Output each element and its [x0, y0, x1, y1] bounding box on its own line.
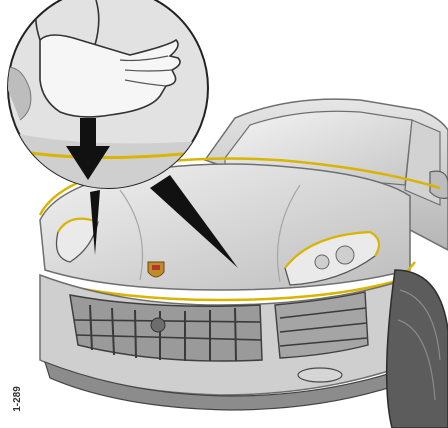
porsche-crest-icon [148, 262, 164, 277]
figure-id-label: 1-289 [11, 379, 25, 419]
front-tire [387, 270, 448, 428]
fog-light [298, 368, 342, 382]
